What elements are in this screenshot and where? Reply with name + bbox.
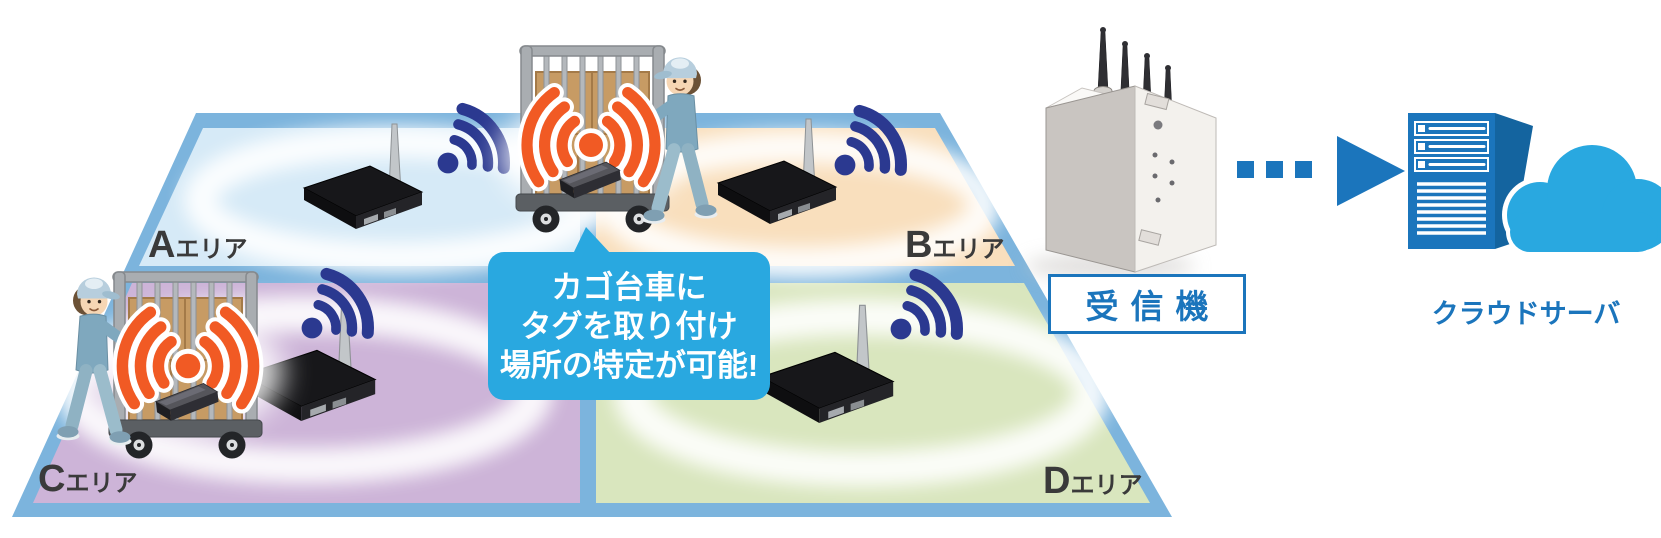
receiver-label-box: 受信機 — [1048, 274, 1246, 334]
area-suffix: エリア — [175, 236, 248, 263]
area-letter: B — [905, 224, 933, 266]
area-label-d: Dエリア — [1043, 462, 1142, 500]
callout-bubble: カゴ台車に タグを取り付け 場所の特定が可能! — [488, 227, 770, 400]
cloud-server-label: クラウドサーバ — [1431, 299, 1621, 329]
area-letter: D — [1043, 460, 1071, 502]
area-letter: C — [38, 458, 66, 500]
area-suffix: エリア — [932, 236, 1005, 263]
server-icon — [1408, 113, 1533, 249]
receiver-label: 受信機 — [1085, 288, 1221, 325]
receiver-device — [1025, 27, 1217, 279]
area-suffix: エリア — [65, 470, 138, 497]
area-label-b: Bエリア — [905, 226, 1004, 264]
callout-line: タグを取り付け — [520, 308, 738, 344]
area-label-c: Cエリア — [38, 460, 137, 498]
cloud-icon — [1502, 140, 1661, 256]
area-letter: A — [148, 224, 176, 266]
callout-line: 場所の特定が可能! — [499, 347, 759, 383]
area-label-a: Aエリア — [148, 226, 247, 264]
dashed-arrow-icon — [1237, 136, 1405, 206]
callout-line: カゴ台車に — [551, 269, 707, 305]
area-suffix: エリア — [1070, 472, 1143, 499]
